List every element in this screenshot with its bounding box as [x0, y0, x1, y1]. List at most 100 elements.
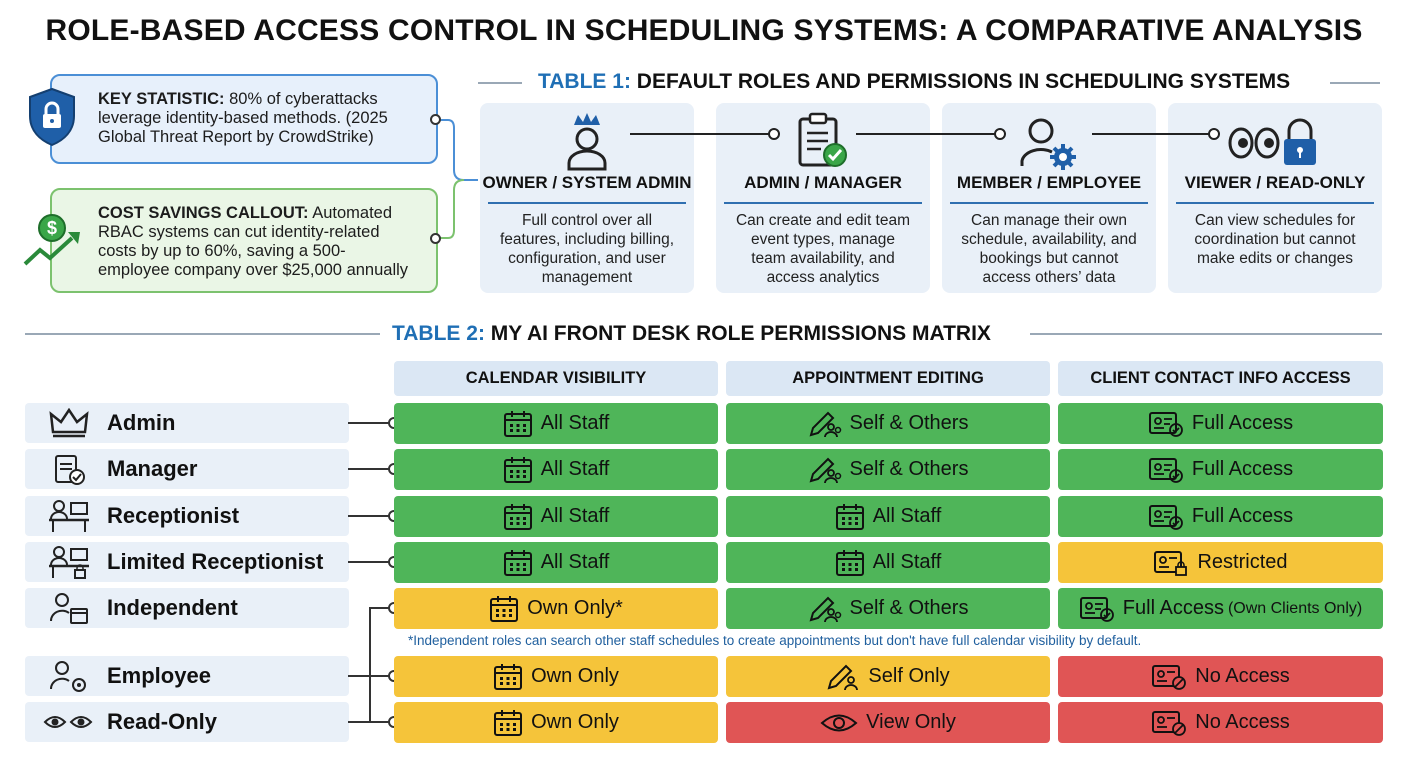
cost-savings-line2: RBAC systems can cut identity-related: [98, 223, 380, 241]
cell-contact-admin: Full Access: [1058, 403, 1383, 444]
id-card-check-icon: [1148, 504, 1183, 530]
cost-savings-line1: Automated: [308, 204, 393, 222]
role-read-only: Read-Only: [25, 702, 349, 742]
cell-contact-independent: Full Access(Own Clients Only): [1058, 588, 1383, 629]
clipboard-check-icon: [55, 455, 85, 485]
cell-contact-manager: Full Access: [1058, 449, 1383, 490]
cost-savings-line4: employee company over $25,000 annually: [98, 261, 409, 279]
card-description: Can view schedules for coordination but …: [1178, 211, 1372, 268]
front-desk-icon: [49, 500, 89, 532]
card-divider: [488, 202, 686, 204]
cell-calendar-read-only: Own Only: [394, 702, 718, 743]
role-label: Admin: [107, 410, 176, 435]
user-calendar-icon: [49, 593, 88, 624]
desc-line: Can view schedules for: [1194, 212, 1356, 229]
connector-dot: [430, 233, 441, 244]
cell-editing-admin: Self & Others: [726, 403, 1050, 444]
role-manager: Manager: [25, 449, 349, 489]
cell-text: All Staff: [540, 412, 610, 434]
cell-contact-read-only: No Access: [1058, 702, 1383, 743]
cell-contact-employee: No Access: [1058, 656, 1383, 697]
role-label: Manager: [107, 456, 198, 481]
divider: [1030, 333, 1382, 335]
role-admin: Admin: [25, 403, 349, 443]
cell-note: (Own Clients Only): [1227, 599, 1363, 617]
calendar-icon: [835, 549, 864, 576]
card-title: MEMBER / EMPLOYEE: [956, 173, 1142, 192]
cell-calendar-admin: All Staff: [394, 403, 718, 444]
desc-line: Full control over all: [521, 212, 653, 229]
user-gear-icon: [49, 661, 86, 692]
desc-line: features, including billing,: [499, 231, 675, 248]
cost-savings-label: COST SAVINGS CALLOUT:: [98, 204, 309, 222]
table1-title: TABLE 1: DEFAULT ROLES AND PERMISSIONS I…: [538, 70, 1290, 94]
crown-user-icon: [567, 113, 607, 171]
key-statistic-callout: KEY STATISTIC: 80% of cyberattacks lever…: [29, 74, 438, 164]
cell-text: All Staff: [540, 551, 610, 573]
cell-text: No Access: [1195, 665, 1290, 687]
desc-line: team availability, and: [751, 250, 895, 267]
table2-title-text: MY AI FRONT DESK ROLE PERMISSIONS MATRIX: [484, 322, 991, 345]
cell-text: Own Only: [531, 665, 619, 687]
divider: [25, 333, 380, 335]
connector-dot: [430, 114, 441, 125]
id-card-lock-icon: [1154, 550, 1188, 576]
card-title: OWNER / SYSTEM ADMIN: [482, 173, 692, 192]
front-desk-lock-icon: [49, 546, 89, 579]
cell-editing-employee: Self Only: [726, 656, 1050, 697]
desc-line: make edits or changes: [1197, 250, 1353, 267]
role-label: Receptionist: [107, 503, 240, 528]
cell-calendar-manager: All Staff: [394, 449, 718, 490]
card-divider: [950, 202, 1148, 204]
desc-line: schedule, availability, and: [961, 231, 1137, 248]
calendar-icon: [503, 410, 532, 437]
cell-calendar-receptionist: All Staff: [394, 496, 718, 537]
page-title: ROLE-BASED ACCESS CONTROL IN SCHEDULING …: [45, 14, 1363, 47]
key-statistic-line3: Global Threat Report by CrowdStrike): [98, 128, 374, 146]
cell-text: Self & Others: [849, 458, 969, 480]
calendar-icon: [835, 503, 864, 530]
key-statistic-label: KEY STATISTIC:: [98, 90, 225, 108]
calendar-icon: [494, 709, 523, 736]
card-divider: [1176, 202, 1374, 204]
user-gear-icon: [1020, 118, 1076, 170]
clipboard-check-icon: [798, 112, 847, 167]
desc-line: bookings but cannot: [979, 250, 1119, 267]
column-header-editing: APPOINTMENT EDITING: [726, 361, 1050, 396]
cell-text: View Only: [866, 711, 956, 733]
calendar-icon: [490, 595, 519, 622]
role-label: Independent: [107, 595, 238, 620]
cell-text: Own Only: [531, 711, 619, 733]
desc-line: Can create and edit team: [735, 212, 911, 229]
eyes-lock-icon: [1228, 118, 1316, 165]
desc-line: access analytics: [766, 269, 880, 286]
desc-line: management: [541, 269, 633, 286]
table2-number: TABLE 2:: [392, 322, 485, 345]
pencil-users-icon: [809, 457, 841, 483]
card-description: Can create and edit team event types, ma…: [726, 211, 920, 287]
id-card-blocked-icon: [1152, 664, 1187, 690]
id-card-check-icon: [1148, 411, 1183, 437]
key-statistic-line1: 80% of cyberattacks: [224, 90, 378, 108]
cell-contact-limited-receptionist: Restricted: [1058, 542, 1383, 583]
role-receptionist: Receptionist: [25, 496, 349, 536]
shield-lock-icon: [29, 87, 75, 147]
cell-editing-limited-receptionist: All Staff: [726, 542, 1050, 583]
id-card-check-icon: [1148, 457, 1183, 483]
divider: [478, 82, 522, 84]
cell-editing-read-only: View Only: [726, 702, 1050, 743]
cell-text: All Staff: [872, 551, 942, 573]
desc-line: coordination but cannot: [1194, 231, 1356, 248]
cell-text: Self & Others: [849, 412, 969, 434]
role-card-owner: OWNER / SYSTEM ADMIN Full control over a…: [480, 103, 694, 293]
cell-editing-manager: Self & Others: [726, 449, 1050, 490]
pencil-users-icon: [809, 596, 841, 622]
calendar-icon: [503, 503, 532, 530]
card-description: Full control over all features, includin…: [490, 211, 684, 287]
card-connector: [630, 128, 1220, 140]
cell-text: Full Access: [1191, 458, 1294, 480]
cell-calendar-independent: Own Only*: [394, 588, 718, 629]
card-description: Can manage their own schedule, availabil…: [952, 211, 1146, 287]
calendar-icon: [503, 456, 532, 483]
column-header-calendar: CALENDAR VISIBILITY: [394, 361, 718, 396]
